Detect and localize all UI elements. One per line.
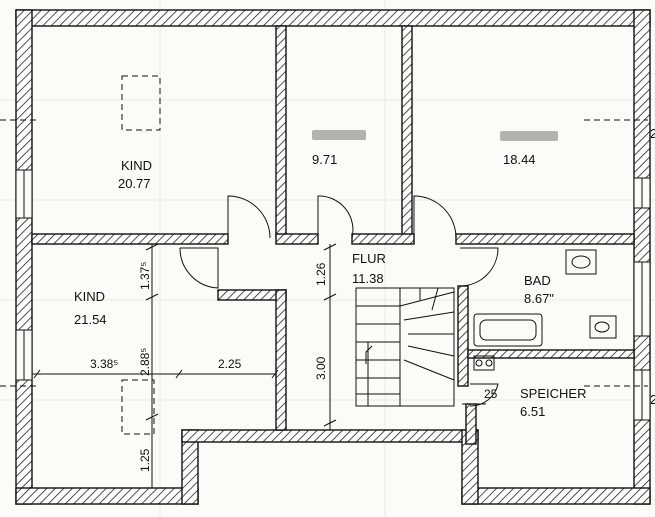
walls	[15, 9, 651, 505]
dim-300: 3.00	[314, 356, 328, 380]
section-marker-top: 2	[650, 126, 655, 141]
wall-h-mid	[275, 233, 319, 245]
wall-speicher3-west	[465, 403, 477, 445]
wall-bad-south	[467, 349, 635, 359]
wall-h-mid2	[351, 233, 415, 245]
room-kind-top-name: KIND	[121, 158, 152, 173]
staircase	[355, 287, 455, 407]
toilet	[589, 315, 617, 339]
section-marker-bottom: 2	[650, 392, 655, 407]
bathtub	[473, 313, 543, 347]
room-flur-name: FLUR	[352, 251, 386, 266]
dimension-lines	[32, 243, 486, 488]
wall-speicher-speicher	[401, 25, 413, 239]
sink	[565, 249, 597, 275]
doors	[179, 195, 499, 407]
room-kind-top-area: 20.77	[118, 176, 151, 191]
room-speicher-3-area: 6.51	[520, 404, 545, 419]
room-speicher-2-area: 18.44	[503, 152, 536, 167]
dim-225: 2.25	[218, 357, 242, 371]
outer-wall-bottom-right	[461, 487, 651, 505]
room-speicher-1-name-redacted	[312, 130, 366, 140]
skylight-left	[121, 379, 155, 435]
outer-wall-bottom-left	[15, 487, 199, 505]
windows	[15, 169, 651, 421]
room-speicher-2-name-redacted	[500, 131, 558, 141]
dim-338: 3.38⁵	[90, 357, 118, 371]
outer-wall-right	[633, 9, 651, 505]
skylight-top	[121, 75, 161, 131]
room-kind-left-area: 21.54	[74, 312, 107, 327]
room-kind-left-name: KIND	[74, 289, 105, 304]
dim-25: 25	[484, 387, 498, 401]
wall-kind-left-east	[275, 289, 287, 431]
wall-h-right	[455, 233, 635, 245]
wall-kind-speicher	[275, 25, 287, 239]
section-lines	[0, 119, 648, 387]
room-bad-name: BAD	[524, 273, 551, 288]
dim-137: 1.37⁵	[138, 262, 152, 290]
stair-bump-top	[181, 429, 479, 443]
wall-bad-west	[457, 285, 469, 387]
bathroom-fixtures	[473, 249, 617, 371]
room-flur-area: 11.38	[352, 271, 384, 286]
dim-125: 1.25	[138, 448, 152, 472]
dim-126: 1.26	[314, 262, 328, 286]
wall-h-left	[31, 233, 229, 245]
room-speicher-3-name: SPEICHER	[520, 386, 586, 401]
outer-wall-left	[15, 9, 33, 505]
room-bad-area: 8.67"	[524, 291, 554, 306]
room-speicher-1-area: 9.71	[312, 152, 337, 167]
dim-288: 2.88⁵	[138, 348, 152, 376]
outer-wall-top	[15, 9, 651, 27]
